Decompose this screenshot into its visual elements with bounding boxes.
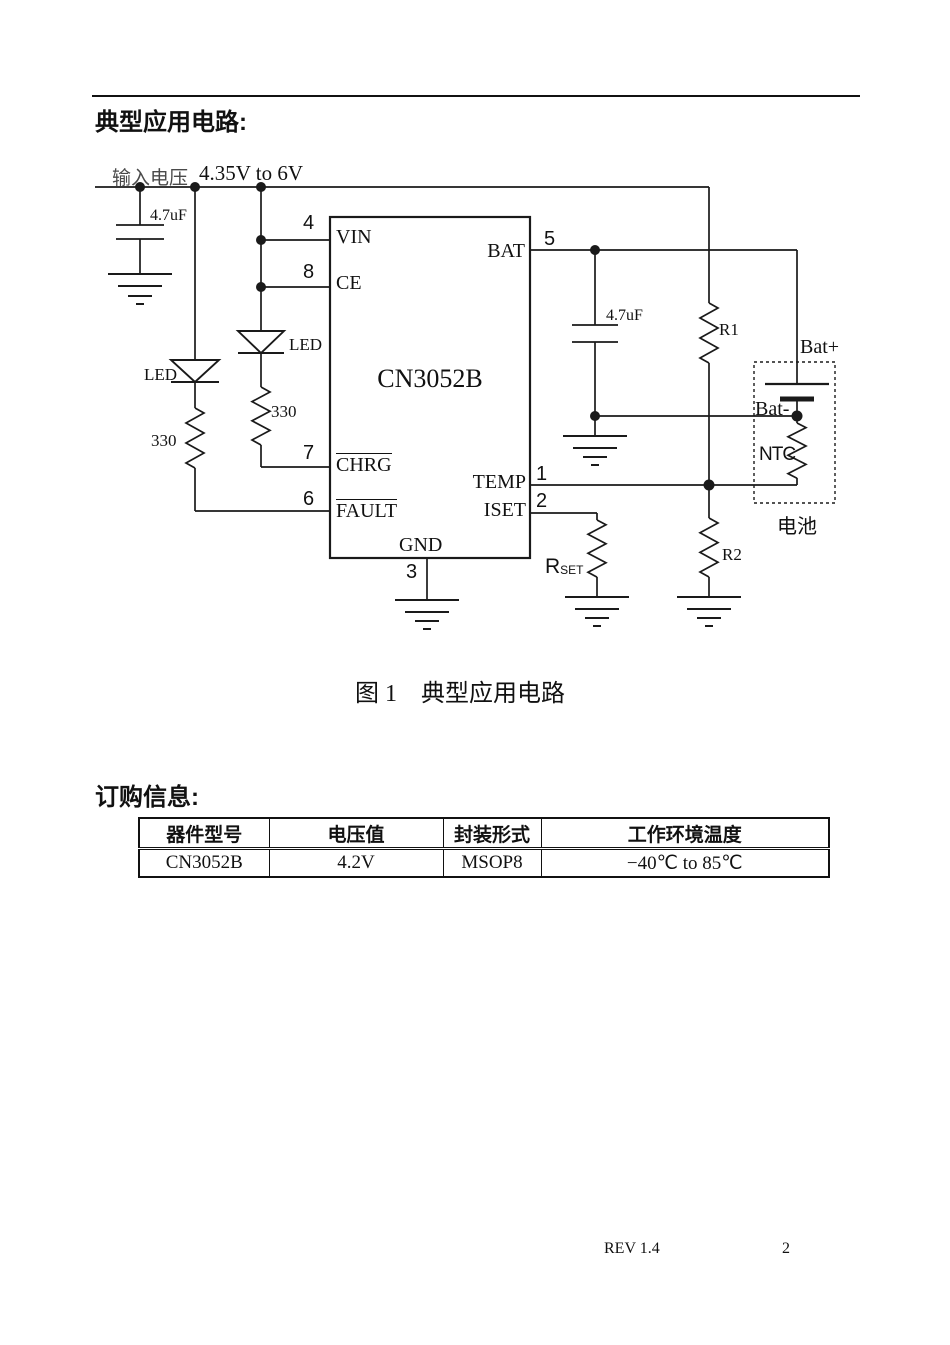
resistor-led-right-icon bbox=[250, 386, 330, 468]
cell-voltage: 4.2V bbox=[268, 848, 444, 877]
junction-dots bbox=[135, 182, 803, 491]
pin-label-iset: ISET bbox=[483, 499, 526, 521]
pin-number-3: 3 bbox=[406, 561, 418, 583]
pin-number-1: 1 bbox=[536, 463, 548, 485]
rset-label-base: R bbox=[545, 555, 561, 578]
bat-capacitor-value: 4.7uF bbox=[606, 307, 643, 324]
section-title-application: 典型应用电路: bbox=[95, 109, 247, 136]
led-left-icon bbox=[168, 187, 222, 408]
battery-dashed-box bbox=[753, 361, 836, 504]
pin-label-temp: TEMP bbox=[472, 471, 526, 493]
ground-input-icon bbox=[108, 273, 172, 305]
figure-caption: 图 1 典型应用电路 bbox=[355, 681, 565, 707]
col-header-part: 器件型号 bbox=[138, 818, 270, 850]
input-voltage-range: 4.35V to 6V bbox=[199, 161, 304, 185]
led-right-icon bbox=[235, 187, 287, 387]
pin-number-8: 8 bbox=[303, 261, 315, 283]
input-capacitor-value: 4.7uF bbox=[150, 207, 187, 224]
col-header-voltage: 电压值 bbox=[268, 818, 444, 850]
ground-r2-icon bbox=[677, 596, 741, 627]
section-title-ordering: 订购信息: bbox=[95, 784, 199, 811]
rset-label-sub: SET bbox=[560, 563, 584, 577]
ordering-table: 器件型号 电压值 封装形式 工作环境温度 CN3052B 4.2V MSOP8 … bbox=[138, 817, 830, 878]
resistor-led-left-icon bbox=[184, 407, 330, 512]
cell-temperature: −40℃ to 85℃ bbox=[540, 848, 830, 877]
resistor-led-left-value: 330 bbox=[151, 431, 177, 450]
pin-label-bat: BAT bbox=[487, 240, 525, 262]
bat-plus-label: Bat+ bbox=[800, 336, 840, 358]
input-voltage-label: 输入电压 bbox=[112, 168, 189, 189]
pin-label-chrg: CHRG bbox=[336, 453, 392, 476]
resistor-r1-icon bbox=[698, 187, 720, 485]
r1-label: R1 bbox=[719, 320, 739, 339]
pin-label-gnd: GND bbox=[399, 534, 443, 556]
ground-gnd-pin-icon bbox=[395, 599, 459, 630]
resistor-led-right-value: 330 bbox=[271, 402, 297, 421]
ground-rset-icon bbox=[565, 596, 629, 627]
footer-revision: REV 1.4 bbox=[604, 1240, 660, 1257]
resistor-r2-icon bbox=[698, 485, 720, 597]
footer-page-number: 2 bbox=[782, 1240, 790, 1257]
ordering-table-data-row: CN3052B 4.2V MSOP8 −40℃ to 85℃ bbox=[138, 848, 830, 877]
battery-box-label: 电池 bbox=[777, 516, 817, 538]
ic-name: CN3052B bbox=[377, 364, 483, 393]
input-capacitor bbox=[116, 187, 164, 274]
pin-number-4: 4 bbox=[303, 212, 315, 234]
header-rule bbox=[92, 95, 860, 97]
pin-label-fault: FAULT bbox=[336, 499, 398, 522]
cell-part-number: CN3052B bbox=[138, 848, 270, 877]
bat-capacitor bbox=[572, 250, 618, 436]
battery-cell-icon bbox=[765, 250, 829, 416]
pin-number-6: 6 bbox=[303, 488, 315, 510]
rset-label: RSET bbox=[545, 555, 584, 579]
ntc-label: NTC bbox=[759, 444, 796, 465]
ic-body bbox=[328, 215, 532, 560]
resistor-rset-icon bbox=[530, 512, 608, 597]
col-header-package: 封装形式 bbox=[442, 818, 542, 850]
led-left-label: LED bbox=[144, 365, 178, 384]
cell-package: MSOP8 bbox=[442, 848, 542, 877]
led-right-label: LED bbox=[289, 335, 323, 354]
ordering-table-header-row: 器件型号 电压值 封装形式 工作环境温度 bbox=[138, 818, 830, 850]
circuit-diagram bbox=[95, 182, 836, 630]
pin-label-ce: CE bbox=[336, 272, 362, 294]
pin-number-2: 2 bbox=[536, 490, 548, 512]
ground-batcap-icon bbox=[563, 435, 627, 466]
pin-label-vin: VIN bbox=[336, 226, 372, 248]
bat-minus-label: Bat- bbox=[755, 398, 790, 420]
col-header-temperature: 工作环境温度 bbox=[540, 818, 830, 850]
pin-number-7: 7 bbox=[303, 442, 315, 464]
r2-label: R2 bbox=[722, 545, 742, 564]
pin-number-5: 5 bbox=[544, 228, 556, 250]
